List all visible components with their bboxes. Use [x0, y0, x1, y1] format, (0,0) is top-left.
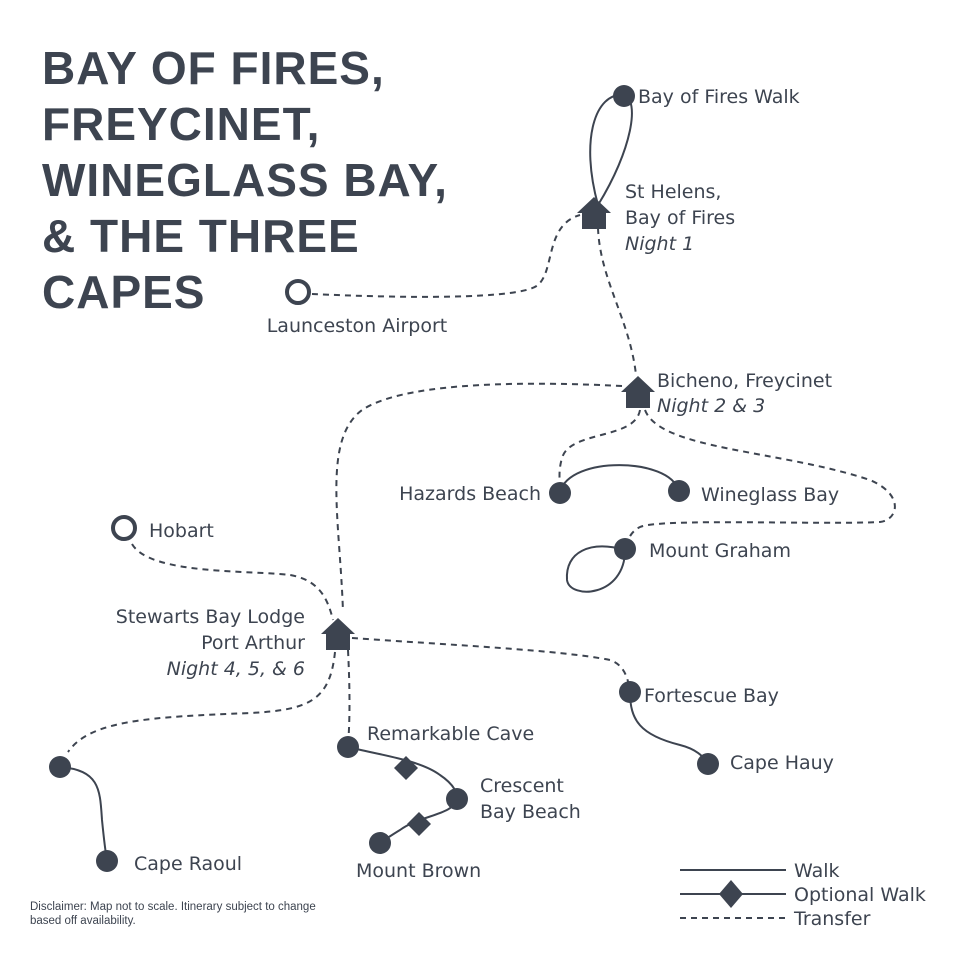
label-night-1: Night 1 — [625, 233, 694, 255]
walk-mount-graham — [565, 545, 626, 593]
location-dot-icon — [369, 832, 391, 854]
title-line: & THE THREE — [42, 210, 360, 262]
house-icon — [577, 197, 611, 229]
transfer-bicheno-graham — [624, 409, 896, 549]
legend: Walk Optional Walk Transfer — [680, 860, 926, 930]
title-line: CAPES — [42, 266, 206, 318]
optional-walk-diamond-icon — [394, 756, 418, 780]
label-hazards-beach: Hazards Beach — [399, 483, 541, 505]
location-dot-icon — [614, 538, 636, 560]
label-bicheno: Bicheno, Freycinet — [657, 370, 832, 392]
optional-walk-diamond-icon — [407, 812, 431, 836]
legend-transfer-label: Transfer — [793, 908, 871, 930]
location-dot-icon — [613, 85, 635, 107]
house-icon — [621, 376, 655, 408]
house-icon — [321, 618, 355, 650]
label-crescent: Crescent — [480, 775, 564, 797]
title-line: WINEGLASS BAY, — [42, 154, 448, 206]
location-dot-icon — [619, 681, 641, 703]
transfer-sthelens-bicheno — [597, 227, 637, 376]
label-cape-hauy: Cape Hauy — [730, 752, 834, 774]
label-hobart: Hobart — [149, 520, 214, 542]
walk-cape-raoul — [59, 766, 108, 861]
transfer-airport-sthelens — [311, 214, 581, 298]
location-dot-icon — [697, 753, 719, 775]
label-fortescue-bay: Fortescue Bay — [644, 685, 779, 707]
transfer-stewarts-raoul — [67, 651, 336, 753]
label-mount-brown: Mount Brown — [356, 860, 481, 882]
transfer-stewarts-fortescue — [351, 637, 631, 691]
label-night-2-3: Night 2 & 3 — [657, 395, 765, 417]
label-remarkable-cave: Remarkable Cave — [367, 723, 534, 745]
transfer-bicheno-hazards — [558, 409, 641, 491]
airport-marker-icon — [285, 279, 311, 305]
label-st-helens: Bay of Fires — [625, 207, 735, 229]
location-dot-icon — [96, 850, 118, 872]
map-title: BAY OF FIRES, FREYCINET, WINEGLASS BAY, … — [42, 40, 448, 320]
label-port-arthur: Port Arthur — [201, 632, 305, 654]
label-launceston: Launceston Airport — [267, 315, 448, 337]
transfer-stewarts-remarkable — [347, 649, 351, 746]
legend-diamond-icon — [719, 880, 743, 908]
location-dot-icon — [337, 736, 359, 758]
airport-marker-icon — [111, 515, 137, 541]
label-wineglass-bay: Wineglass Bay — [701, 484, 839, 506]
label-mount-graham: Mount Graham — [649, 540, 791, 562]
legend-optional-label: Optional Walk — [794, 884, 926, 906]
legend-walk-label: Walk — [794, 860, 840, 882]
location-dot-icon — [668, 480, 690, 502]
location-dot-icon — [49, 756, 71, 778]
walk-hazards-wineglass — [559, 464, 679, 493]
location-dot-icon — [549, 482, 571, 504]
transfer-bicheno-stewarts — [335, 382, 623, 613]
label-bay-of-fires-walk: Bay of Fires Walk — [638, 86, 800, 108]
label-st-helens: St Helens, — [625, 181, 721, 203]
label-cape-raoul: Cape Raoul — [134, 853, 242, 875]
location-dot-icon — [446, 788, 468, 810]
label-bay-beach: Bay Beach — [480, 801, 581, 823]
disclaimer: Disclaimer: Map not to scale. Itinerary … — [30, 901, 316, 927]
label-night-4-5-6: Night 4, 5, & 6 — [167, 658, 305, 680]
title-line: FREYCINET, — [42, 98, 321, 150]
title-line: BAY OF FIRES, — [42, 42, 385, 94]
label-stewarts-bay: Stewarts Bay Lodge — [116, 606, 305, 628]
